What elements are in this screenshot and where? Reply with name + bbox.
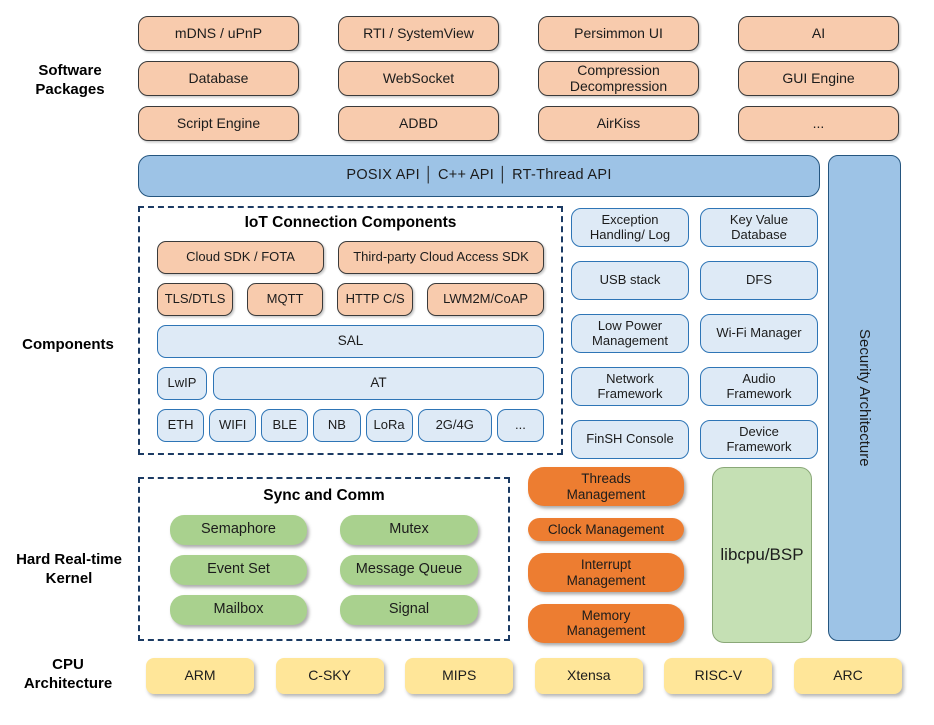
package-box-gui-engine: GUI Engine: [738, 61, 899, 96]
libcpu-bsp-box: libcpu/BSP: [712, 467, 812, 643]
iot-sdk-row: Cloud SDK / FOTA Third-party Cloud Acces…: [157, 241, 544, 274]
usb-stack-box: USB stack: [571, 261, 689, 300]
message-queue-box: Message Queue: [340, 555, 478, 585]
cpu-csky-box: C-SKY: [275, 658, 384, 694]
package-box-adbd: ADBD: [338, 106, 499, 141]
package-box-persimmon-ui: Persimmon UI: [538, 16, 699, 51]
signal-box: Signal: [340, 595, 478, 625]
wifi-box: WIFI: [209, 409, 257, 442]
package-box-ai: AI: [738, 16, 899, 51]
dfs-box: DFS: [700, 261, 818, 300]
cpu-xtensa-box: Xtensa: [534, 658, 643, 694]
package-box-more: ...: [738, 106, 899, 141]
low-power-management-box: Low Power Management: [571, 314, 689, 353]
threads-management-box: Threads Management: [528, 467, 684, 507]
finsh-console-box: FinSH Console: [571, 420, 689, 459]
iot-protocol-row: TLS/DTLS MQTT HTTP C/S LWM2M/CoAP: [157, 283, 544, 316]
sync-grid: Semaphore Mutex Event Set Message Queue …: [140, 515, 508, 625]
section-label-kernel: Hard Real-time Kernel: [16, 551, 122, 587]
cloud-sdk-fota-box: Cloud SDK / FOTA: [157, 241, 324, 274]
mailbox-box: Mailbox: [170, 595, 307, 625]
audio-framework-box: Audio Framework: [700, 367, 818, 406]
cpu-arm-box: ARM: [146, 658, 254, 694]
at-box: AT: [213, 367, 544, 400]
section-label-software-packages: Software Packages: [35, 62, 105, 98]
software-packages-grid: mDNS / uPnP RTI / SystemView Persimmon U…: [138, 16, 899, 141]
cpu-riscv-box: RISC-V: [664, 658, 773, 694]
eth-box: ETH: [157, 409, 205, 442]
ble-box: BLE: [261, 409, 309, 442]
section-label-cpu-architecture: CPU Architecture: [23, 656, 113, 692]
security-architecture-bar: Security Architecture: [828, 155, 901, 641]
sync-group-title: Sync and Comm: [263, 487, 385, 504]
memory-management-box: Memory Management: [528, 603, 684, 643]
interrupt-management-box: Interrupt Management: [528, 553, 684, 593]
third-party-cloud-sdk-box: Third-party Cloud Access SDK: [338, 241, 544, 274]
lwm2m-coap-box: LWM2M/CoAP: [427, 283, 544, 316]
clock-management-box: Clock Management: [528, 517, 684, 542]
tls-dtls-box: TLS/DTLS: [157, 283, 234, 316]
package-box-airkiss: AirKiss: [538, 106, 699, 141]
security-architecture-label: Security Architecture: [856, 329, 873, 467]
api-layer-bar: POSIX API │ C++ API │ RT-Thread API: [138, 155, 820, 197]
exception-handling-log-box: Exception Handling/ Log: [571, 208, 689, 247]
package-box-rti-systemview: RTI / SystemView: [338, 16, 499, 51]
more-links-box: ...: [496, 409, 544, 442]
package-box-script-engine: Script Engine: [138, 106, 299, 141]
device-framework-box: Device Framework: [700, 420, 818, 459]
lora-box: LoRa: [365, 409, 413, 442]
key-value-database-box: Key Value Database: [700, 208, 818, 247]
lwip-box: LwIP: [157, 367, 207, 400]
http-cs-box: HTTP C/S: [337, 283, 414, 316]
mqtt-box: MQTT: [247, 283, 324, 316]
package-box-database: Database: [138, 61, 299, 96]
components-grid: Exception Handling/ Log Key Value Databa…: [571, 208, 818, 459]
iot-group-title: IoT Connection Components: [244, 214, 457, 231]
kernel-management-column: Threads Management Clock Management Inte…: [528, 467, 684, 643]
iot-link-row: ETH WIFI BLE NB LoRa 2G/4G ...: [157, 409, 544, 442]
semaphore-box: Semaphore: [170, 515, 307, 545]
cpu-arc-box: ARC: [793, 658, 902, 694]
sal-box: SAL: [157, 325, 544, 358]
mutex-box: Mutex: [340, 515, 478, 545]
package-box-websocket: WebSocket: [338, 61, 499, 96]
section-label-components: Components: [22, 336, 114, 353]
network-framework-box: Network Framework: [571, 367, 689, 406]
wifi-manager-box: Wi-Fi Manager: [700, 314, 818, 353]
package-box-mdns-upnp: mDNS / uPnP: [138, 16, 299, 51]
2g-4g-box: 2G/4G: [417, 409, 492, 442]
iot-connection-components-group: IoT Connection Components Cloud SDK / FO…: [138, 206, 563, 455]
sync-and-comm-group: Sync and Comm Semaphore Mutex Event Set …: [138, 477, 510, 641]
event-set-box: Event Set: [170, 555, 307, 585]
iot-netstack-row: LwIP AT: [157, 367, 544, 400]
nb-box: NB: [313, 409, 361, 442]
package-box-compression: Compression Decompression: [538, 61, 699, 96]
cpu-architecture-row: ARM C-SKY MIPS Xtensa RISC-V ARC: [146, 658, 902, 694]
cpu-mips-box: MIPS: [405, 658, 514, 694]
